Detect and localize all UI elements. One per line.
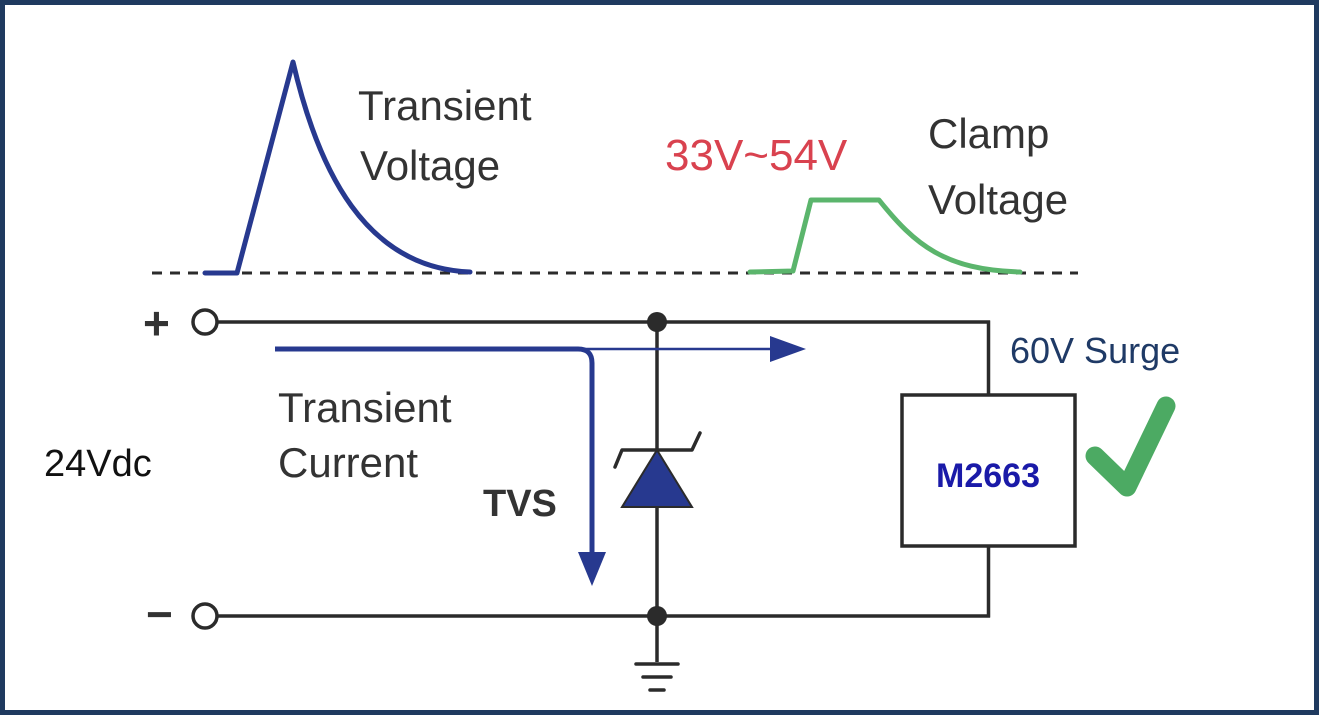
supply-voltage-label: 24Vdc — [44, 443, 152, 485]
clamp-voltage-label-line2: Voltage — [928, 176, 1068, 223]
tvs-diode-icon — [613, 431, 702, 508]
plus-terminal — [191, 308, 219, 336]
transient-current-label-line2: Current — [278, 439, 418, 486]
plus-terminal-label: + — [143, 297, 170, 349]
top-junction — [647, 312, 667, 332]
transient-current-arrows — [275, 336, 806, 586]
transient-voltage-label-line2: Voltage — [360, 142, 500, 189]
checkmark-icon — [1085, 396, 1176, 497]
ground-icon — [634, 662, 680, 692]
minus-terminal-label: − — [146, 588, 173, 640]
transient-voltage-waveform — [202, 59, 473, 276]
device-label: M2663 — [936, 457, 1040, 495]
m2663-device-box — [900, 393, 1077, 548]
clamp-voltage-label-line1: Clamp — [928, 110, 1049, 157]
transient-voltage-label-line1: Transient — [358, 82, 532, 129]
transient-current-label-line1: Transient — [278, 384, 452, 431]
clamp-voltage-waveform — [747, 197, 1023, 275]
bottom-junction — [647, 606, 667, 626]
clamp-range-label: 33V~54V — [665, 131, 848, 180]
minus-terminal — [191, 602, 219, 630]
tvs-label: TVS — [483, 483, 557, 525]
surge-rating-label: 60V Surge — [1010, 330, 1180, 371]
